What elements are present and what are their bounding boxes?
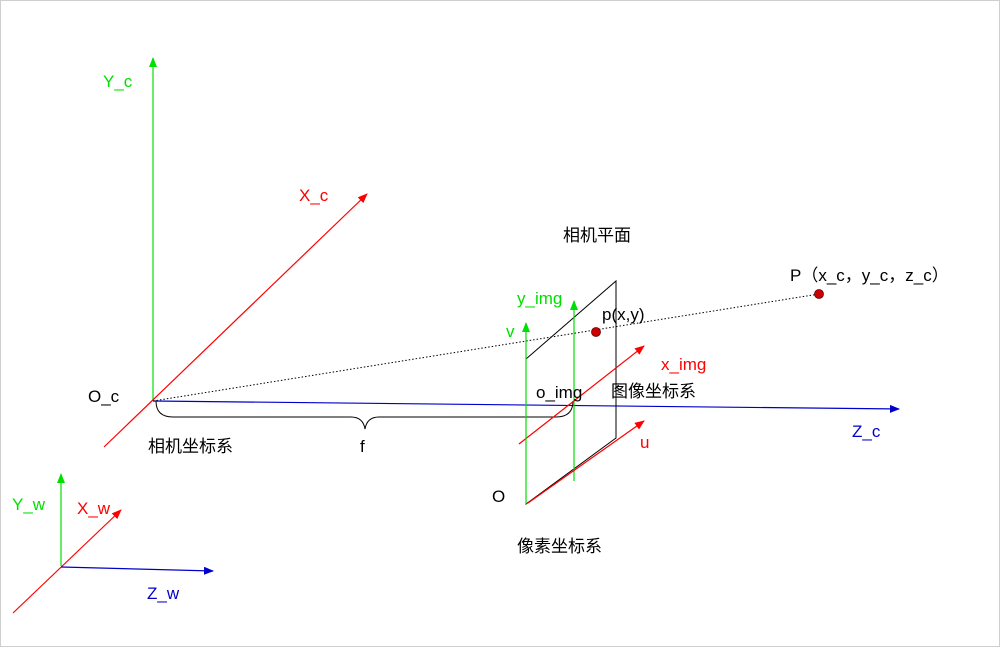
world-point [814,289,824,299]
pixel-origin-label: O [492,487,505,506]
camera-origin-label: O_c [88,387,120,406]
pixel-v-label: v [506,322,515,341]
camera-system-label: 相机坐标系 [148,437,233,456]
camera-z-label: Z_c [852,422,881,441]
projection-ray [152,293,820,402]
world-x-axis [12,509,122,614]
image-system-label: 图像坐标系 [611,382,696,401]
focal-length-brace [155,400,574,430]
image-x-axis [518,345,645,445]
projected-point-label: p(x,y) [602,305,645,324]
world-y-label: Y_w [12,495,46,514]
camera-x-axis [103,193,368,448]
world-x-label: X_w [77,499,111,518]
world-z-label: Z_w [147,584,180,603]
image-x-label: x_img [661,355,706,374]
camera-x-label: X_c [299,186,329,205]
projected-point [591,327,601,337]
focal-length-label: f [360,437,365,456]
world-point-label: P（x_c，y_c，z_c） [790,266,949,285]
camera-y-label: Y_c [103,72,133,91]
pixel-system-label: 像素坐标系 [517,537,602,556]
image-plane-title: 相机平面 [563,226,631,245]
image-y-label: y_img [517,289,562,308]
image-origin-label: o_img [536,383,582,402]
pixel-u-axis [527,420,645,504]
world-z-axis [60,566,214,575]
pixel-u-label: u [640,433,649,452]
